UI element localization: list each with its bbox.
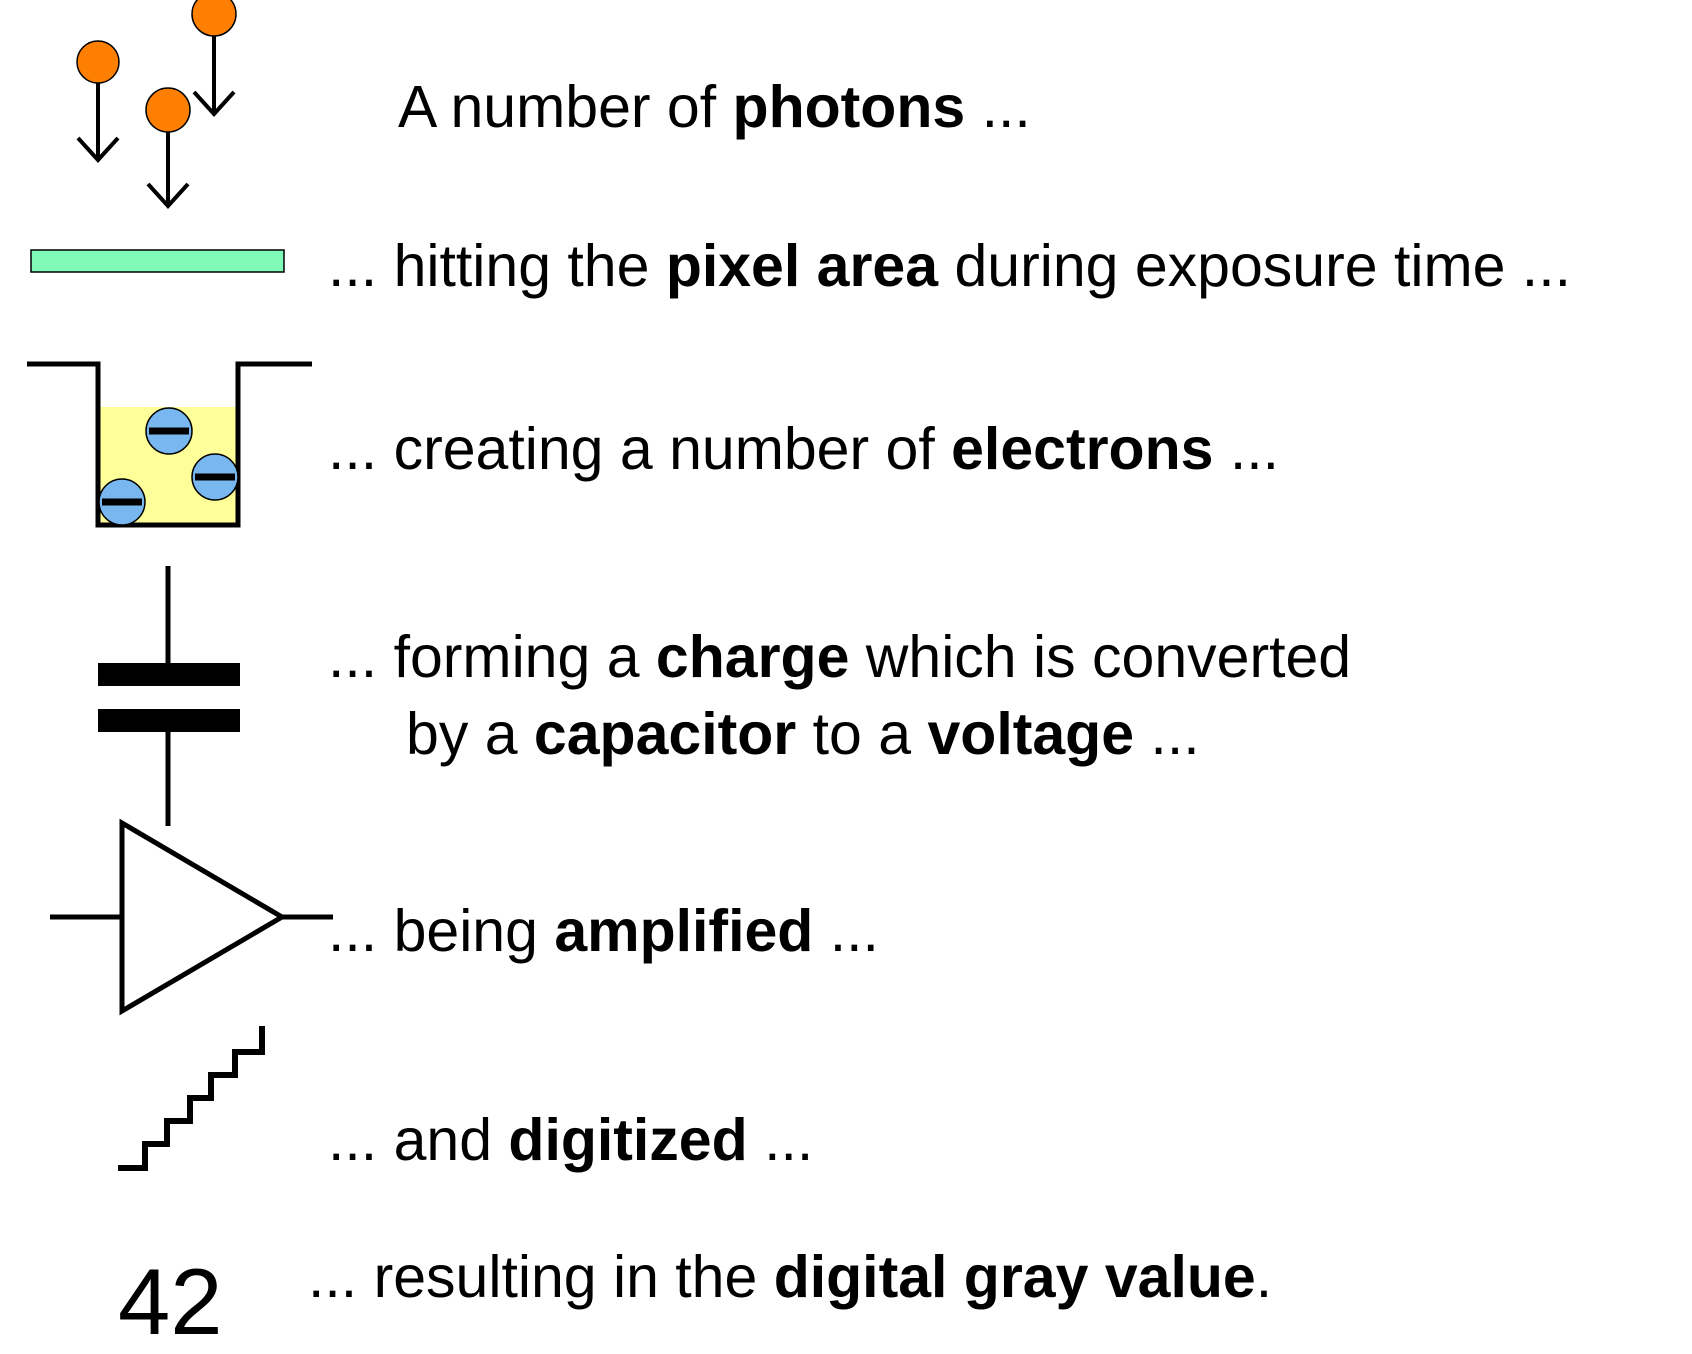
step-amplified-text: ... being amplified ... — [328, 902, 879, 961]
photon-2 — [145, 87, 191, 209]
bold-term: voltage — [927, 701, 1135, 767]
step-photons-text: A number of photons ... — [398, 78, 1031, 137]
bold-term: electrons — [951, 416, 1214, 482]
text-segment: ... — [813, 898, 879, 964]
text-segment: to a — [796, 701, 928, 767]
bold-term: charge — [655, 624, 850, 690]
step-voltage-text: by a capacitor to a voltage ... — [406, 705, 1200, 764]
electron — [191, 453, 239, 501]
step-digitized-text: ... and digitized ... — [328, 1111, 813, 1170]
text-segment: ... — [1213, 416, 1280, 482]
text-segment: during exposure time ... — [938, 233, 1571, 299]
step-pixel-area-text: ... hitting the pixel area during exposu… — [328, 237, 1571, 296]
text-segment: ... resulting in the — [308, 1244, 774, 1310]
electron — [145, 407, 193, 455]
text-segment: ... creating a number of — [328, 416, 952, 482]
photon-3 — [191, 0, 237, 117]
text-segment: ... and — [328, 1107, 509, 1173]
text-segment: ... forming a — [328, 624, 656, 690]
text-segment: ... — [1134, 701, 1200, 767]
bold-term: digitized — [508, 1107, 748, 1173]
capacitor-icon — [98, 566, 240, 826]
text-segment: ... — [965, 74, 1031, 140]
step-charge-text: ... forming a charge which is converted — [328, 628, 1351, 687]
step-electrons-text: ... creating a number of electrons ... — [328, 420, 1279, 479]
bold-term: photons — [732, 74, 966, 140]
electron — [98, 478, 146, 526]
photons-icon — [76, 0, 237, 209]
text-segment: ... hitting the — [328, 233, 666, 299]
text-segment: which is converted — [849, 624, 1352, 690]
text-segment: A number of — [398, 74, 733, 140]
potential-well-electrons-icon — [27, 361, 312, 528]
photon-1 — [76, 40, 120, 163]
well-outline — [27, 361, 312, 528]
staircase-digitizer-icon — [118, 1026, 265, 1171]
bold-term: capacitor — [533, 701, 797, 767]
bold-term: amplified — [554, 898, 814, 964]
text-segment: by a — [406, 701, 534, 767]
pixel-area-icon — [30, 249, 285, 273]
text-segment: ... — [747, 1107, 814, 1173]
digital-gray-value-number: 42 — [118, 1249, 223, 1354]
step-gray-value-text: ... resulting in the digital gray value. — [308, 1248, 1272, 1307]
amplifier-icon — [50, 818, 333, 1016]
bold-term: digital gray value — [773, 1244, 1256, 1310]
bold-term: pixel area — [665, 233, 939, 299]
text-segment: . — [1255, 1244, 1273, 1310]
text-segment: ... being — [328, 898, 555, 964]
